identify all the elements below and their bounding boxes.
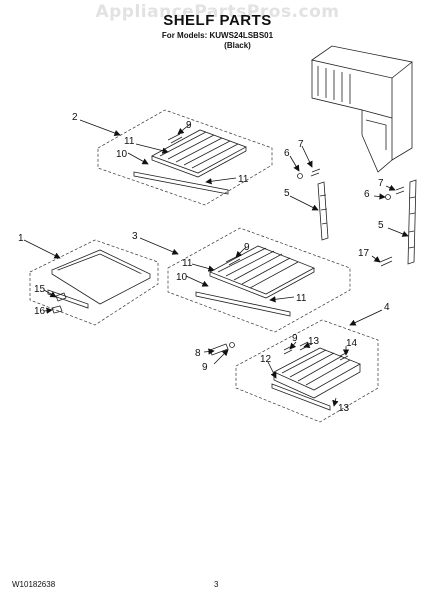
callout-label: 9 <box>202 362 208 373</box>
callout-label: 16 <box>34 306 46 317</box>
callout-label: 4 <box>384 302 390 313</box>
callout-numbers: 2 11 9 10 11 6 7 5 6 7 1 3 11 9 10 11 5 … <box>18 112 390 414</box>
callout-label: 12 <box>260 354 272 365</box>
shelf-2-screw <box>167 133 183 144</box>
callout-label: 17 <box>358 248 370 259</box>
callout-label: 11 <box>238 174 249 185</box>
callout-label: 13 <box>308 336 320 347</box>
page-title: SHELF PARTS <box>163 12 272 29</box>
slide-rails <box>317 179 417 265</box>
rail-screws <box>297 168 405 267</box>
shelf-assembly-2-outline <box>97 109 273 206</box>
cover-glass-shelf <box>47 249 151 309</box>
watermark-text: AppliancePartsPros.com <box>95 2 340 22</box>
callout-label: 7 <box>378 178 384 189</box>
callout-label: 9 <box>244 242 250 253</box>
callout-label: 1 <box>18 233 24 244</box>
cabinet-illustration <box>311 45 413 173</box>
document-number: W10182638 <box>12 580 56 589</box>
shelf-2-rack <box>133 129 247 195</box>
callout-label: 14 <box>346 338 358 349</box>
page-number: 3 <box>214 580 219 589</box>
shelf-3-screw <box>225 255 241 266</box>
callout-label: 8 <box>195 348 201 359</box>
leader-lines <box>23 119 409 407</box>
callout-label: 10 <box>176 272 188 283</box>
callout-label: 11 <box>296 293 307 304</box>
shelf-assembly-3-outline <box>167 227 351 333</box>
models-line: For Models: KUWS24LSBS01 <box>161 31 274 40</box>
callout-label: 2 <box>72 112 78 123</box>
callout-label: 5 <box>284 188 290 199</box>
callout-label: 3 <box>132 231 138 242</box>
color-line: (Black) <box>224 41 251 50</box>
loose-screw-8-9 <box>209 342 235 356</box>
callout-label: 11 <box>124 136 135 147</box>
callout-label: 10 <box>116 149 128 160</box>
callout-label: 6 <box>364 189 370 200</box>
shelf-3-rack <box>195 245 315 317</box>
callout-label: 5 <box>378 220 384 231</box>
callout-label: 9 <box>292 333 298 344</box>
callout-label: 9 <box>186 120 192 131</box>
shelf-4-rack <box>271 347 361 411</box>
callout-label: 7 <box>298 139 304 150</box>
callout-label: 13 <box>338 403 350 414</box>
shelf-1-clips <box>51 292 67 314</box>
shelf-assembly-1-outline <box>29 239 159 326</box>
callout-label: 15 <box>34 284 46 295</box>
shelf-assembly-4-outline <box>235 319 379 423</box>
callout-label: 11 <box>182 258 193 269</box>
callout-label: 6 <box>284 148 290 159</box>
